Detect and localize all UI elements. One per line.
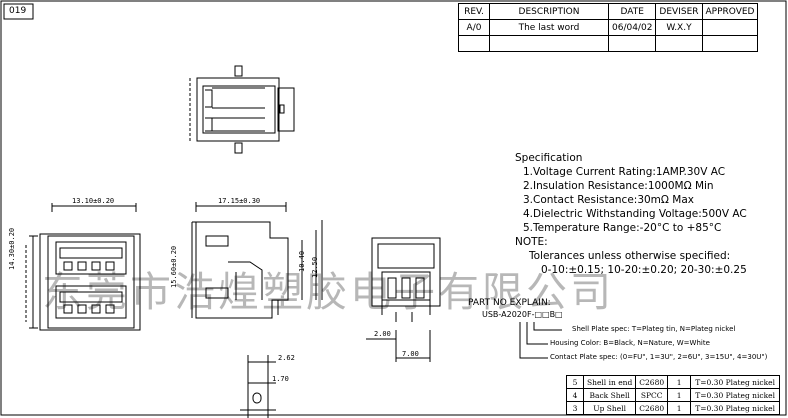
dim-bottom-b: 1.70 bbox=[272, 375, 289, 383]
bom-quantity: 1 bbox=[667, 401, 692, 415]
dim-pin-offset: 2.00 bbox=[374, 330, 391, 338]
bom-material: SPCC bbox=[635, 388, 669, 402]
spec-item: 5.Temperature Range:-20°C to +85°C bbox=[523, 222, 722, 234]
bom-finish: T=0.30 Plateg nickel bbox=[690, 375, 781, 389]
side-view bbox=[191, 202, 323, 319]
top-view bbox=[189, 65, 295, 154]
bom-finish: T=0.30 Plateg nickel bbox=[690, 401, 781, 415]
bill-of-materials: 5 Shell in end C2680 1 T=0.30 Plateg nic… bbox=[566, 375, 781, 415]
bom-item-number: 4 bbox=[566, 388, 584, 402]
front-view bbox=[25, 203, 141, 331]
bom-row: 4 Back Shell SPCC 1 T=0.30 Plateg nickel bbox=[566, 388, 781, 402]
spec-item: 1.Voltage Current Rating:1AMP.30V AC bbox=[523, 166, 726, 178]
part-no-leaders bbox=[519, 322, 562, 359]
dim-pin-width: 7.00 bbox=[402, 350, 419, 358]
description-header: DESCRIPTION bbox=[489, 3, 609, 20]
note-label: NOTE: bbox=[515, 236, 548, 248]
bom-row: 3 Up Shell C2680 1 T=0.30 Plateg nickel bbox=[566, 401, 781, 415]
revision-blank-row bbox=[458, 35, 759, 52]
bom-item-number: 5 bbox=[566, 375, 584, 389]
tolerance-title: Tolerances unless otherwise specified: bbox=[529, 250, 731, 262]
bom-finish: T=0.30 Plateg nickel bbox=[690, 388, 781, 402]
date-header: DATE bbox=[607, 3, 657, 20]
company-watermark: 东莞市浩煌塑胶电子有限公司 bbox=[42, 268, 614, 316]
dim-bottom-a: 2.62 bbox=[278, 354, 295, 362]
part-no-title: PART NO EXPLAIN: bbox=[468, 298, 551, 308]
part-no-code: USB-A2020F-□□B□ bbox=[482, 310, 563, 319]
bom-quantity: 1 bbox=[667, 388, 692, 402]
bom-part-name: Shell in end bbox=[582, 375, 637, 389]
dim-width-top: 13.10±0.20 bbox=[72, 197, 115, 205]
bom-row: 5 Shell in end C2680 1 T=0.30 Plateg nic… bbox=[566, 375, 781, 389]
date-cell: 06/04/02 bbox=[607, 19, 657, 36]
legend-contact-plate: Contact Plate spec: (0=FU", 1=3U", 2=6U"… bbox=[550, 353, 768, 361]
legend-housing-color: Housing Color: B=Black, N=Nature, W=Whit… bbox=[550, 339, 710, 347]
bom-material: C2680 bbox=[635, 401, 669, 415]
revision-header-row: REV. DESCRIPTION DATE DEVISER APPROVED bbox=[458, 3, 759, 20]
approved-header: APPROVED bbox=[701, 3, 759, 20]
spec-item: 2.Insulation Resistance:1000MΩ Min bbox=[523, 180, 714, 192]
approved-cell bbox=[701, 19, 759, 36]
drawing-number: 019 bbox=[9, 6, 27, 16]
rev-header: REV. bbox=[458, 3, 490, 20]
deviser-header: DEVISER bbox=[655, 3, 703, 20]
revision-row: A/0 The last word 06/04/02 W.X.Y bbox=[458, 19, 759, 36]
spec-item: 3.Contact Resistance:30mΩ Max bbox=[523, 194, 694, 206]
legend-shell-plate: Shell Plate spec: T=Plateg tin, N=Plateg… bbox=[572, 325, 736, 333]
deviser-cell: W.X.Y bbox=[655, 19, 703, 36]
bom-part-name: Back Shell bbox=[582, 388, 637, 402]
spec-title: Specification bbox=[515, 152, 583, 164]
end-view bbox=[366, 237, 441, 362]
dim-length-side: 17.15±0.30 bbox=[218, 197, 261, 205]
spec-item: 4.Dielectric Withstanding Voltage:500V A… bbox=[523, 208, 747, 220]
tolerance-values: 0-10:±0.15; 10-20:±0.20; 20-30:±0.25 bbox=[541, 264, 747, 276]
bom-material: C2680 bbox=[635, 375, 669, 389]
drawing-number-box bbox=[3, 3, 34, 20]
dim-height-left: 14.30±0.20 bbox=[8, 227, 16, 270]
revision-table: REV. DESCRIPTION DATE DEVISER APPROVED A… bbox=[458, 3, 759, 52]
bottom-detail-view bbox=[240, 355, 276, 418]
bom-part-name: Up Shell bbox=[582, 401, 637, 415]
bom-item-number: 3 bbox=[566, 401, 584, 415]
specification-block: Specification 1.Voltage Current Rating:1… bbox=[515, 151, 747, 277]
bom-quantity: 1 bbox=[667, 375, 692, 389]
description-cell: The last word bbox=[489, 19, 609, 36]
rev-cell: A/0 bbox=[458, 19, 490, 36]
